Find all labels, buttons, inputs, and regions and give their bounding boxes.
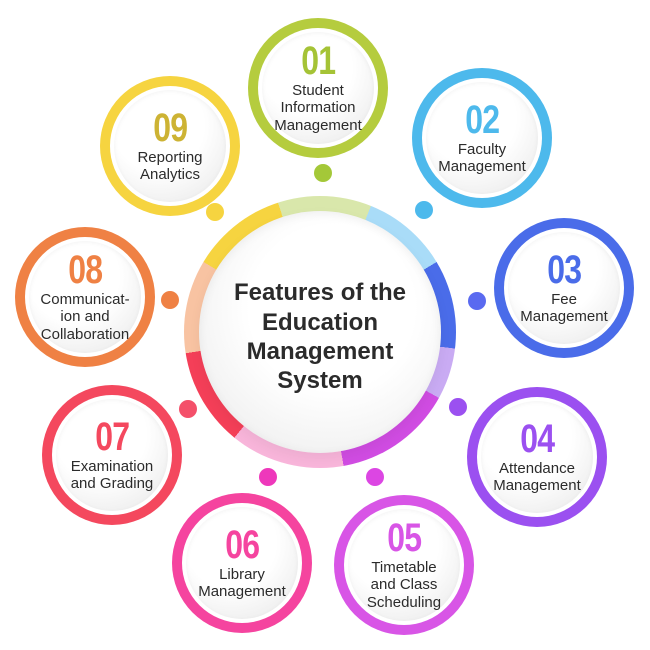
feature-circle-library-management: 06 Library Management (172, 493, 312, 633)
feature-number: 06 (225, 522, 260, 567)
feature-label: Library Management (198, 565, 286, 600)
feature-disc: 03 Fee Management (508, 232, 620, 344)
connector-dot-attendance (449, 398, 467, 416)
feature-number: 08 (68, 247, 103, 292)
feature-number: 02 (465, 97, 500, 142)
feature-circle-attendance-management: 04 Attendance Management (467, 387, 607, 527)
feature-number: 07 (95, 414, 130, 459)
hub-ring: Features of the Education Management Sys… (184, 196, 456, 468)
feature-number: 03 (547, 247, 582, 292)
connector-dot-timetable (366, 468, 384, 486)
feature-disc: 07 Examination and Grading (56, 399, 168, 511)
connector-dot-communication (161, 291, 179, 309)
connector-dot-library (259, 468, 277, 486)
connector-dot-student-information (314, 164, 332, 182)
feature-label: Communicat- ion and Collaboration (40, 290, 130, 343)
connector-dot-faculty (415, 201, 433, 219)
feature-label: Attendance Management (493, 459, 581, 494)
feature-number: 05 (387, 515, 422, 560)
hub-disc: Features of the Education Management Sys… (199, 211, 441, 453)
connector-dot-examination (179, 400, 197, 418)
feature-disc: 02 Faculty Management (426, 82, 538, 194)
feature-number: 04 (520, 416, 555, 461)
feature-circle-examination-and-grading: 07 Examination and Grading (42, 385, 182, 525)
feature-label: Reporting Analytics (137, 148, 203, 183)
feature-disc: 01 Student Information Management (262, 32, 374, 144)
diagram-title: Features of the Education Management Sys… (233, 279, 407, 395)
feature-label: Student Information Management (274, 81, 362, 134)
connector-dot-reporting (206, 203, 224, 221)
feature-label: Faculty Management (438, 140, 526, 175)
feature-circle-student-information-management: 01 Student Information Management (248, 18, 388, 158)
feature-circle-fee-management: 03 Fee Management (494, 218, 634, 358)
feature-disc: 08 Communicat- ion and Collaboration (29, 241, 141, 353)
feature-disc: 04 Attendance Management (481, 401, 593, 513)
feature-circle-communication-and-collaboration: 08 Communicat- ion and Collaboration (15, 227, 155, 367)
feature-circle-faculty-management: 02 Faculty Management (412, 68, 552, 208)
connector-dot-fee (468, 292, 486, 310)
feature-disc: 09 Reporting Analytics (114, 90, 226, 202)
feature-label: Examination and Grading (70, 457, 154, 492)
feature-circle-reporting-analytics: 09 Reporting Analytics (100, 76, 240, 216)
feature-circle-timetable-and-class-scheduling: 05 Timetable and Class Scheduling (334, 495, 474, 635)
feature-label: Fee Management (520, 290, 608, 325)
feature-disc: 06 Library Management (186, 507, 298, 619)
feature-disc: 05 Timetable and Class Scheduling (348, 509, 460, 621)
feature-label: Timetable and Class Scheduling (366, 558, 442, 611)
feature-number: 09 (153, 105, 188, 150)
feature-number: 01 (301, 38, 336, 83)
